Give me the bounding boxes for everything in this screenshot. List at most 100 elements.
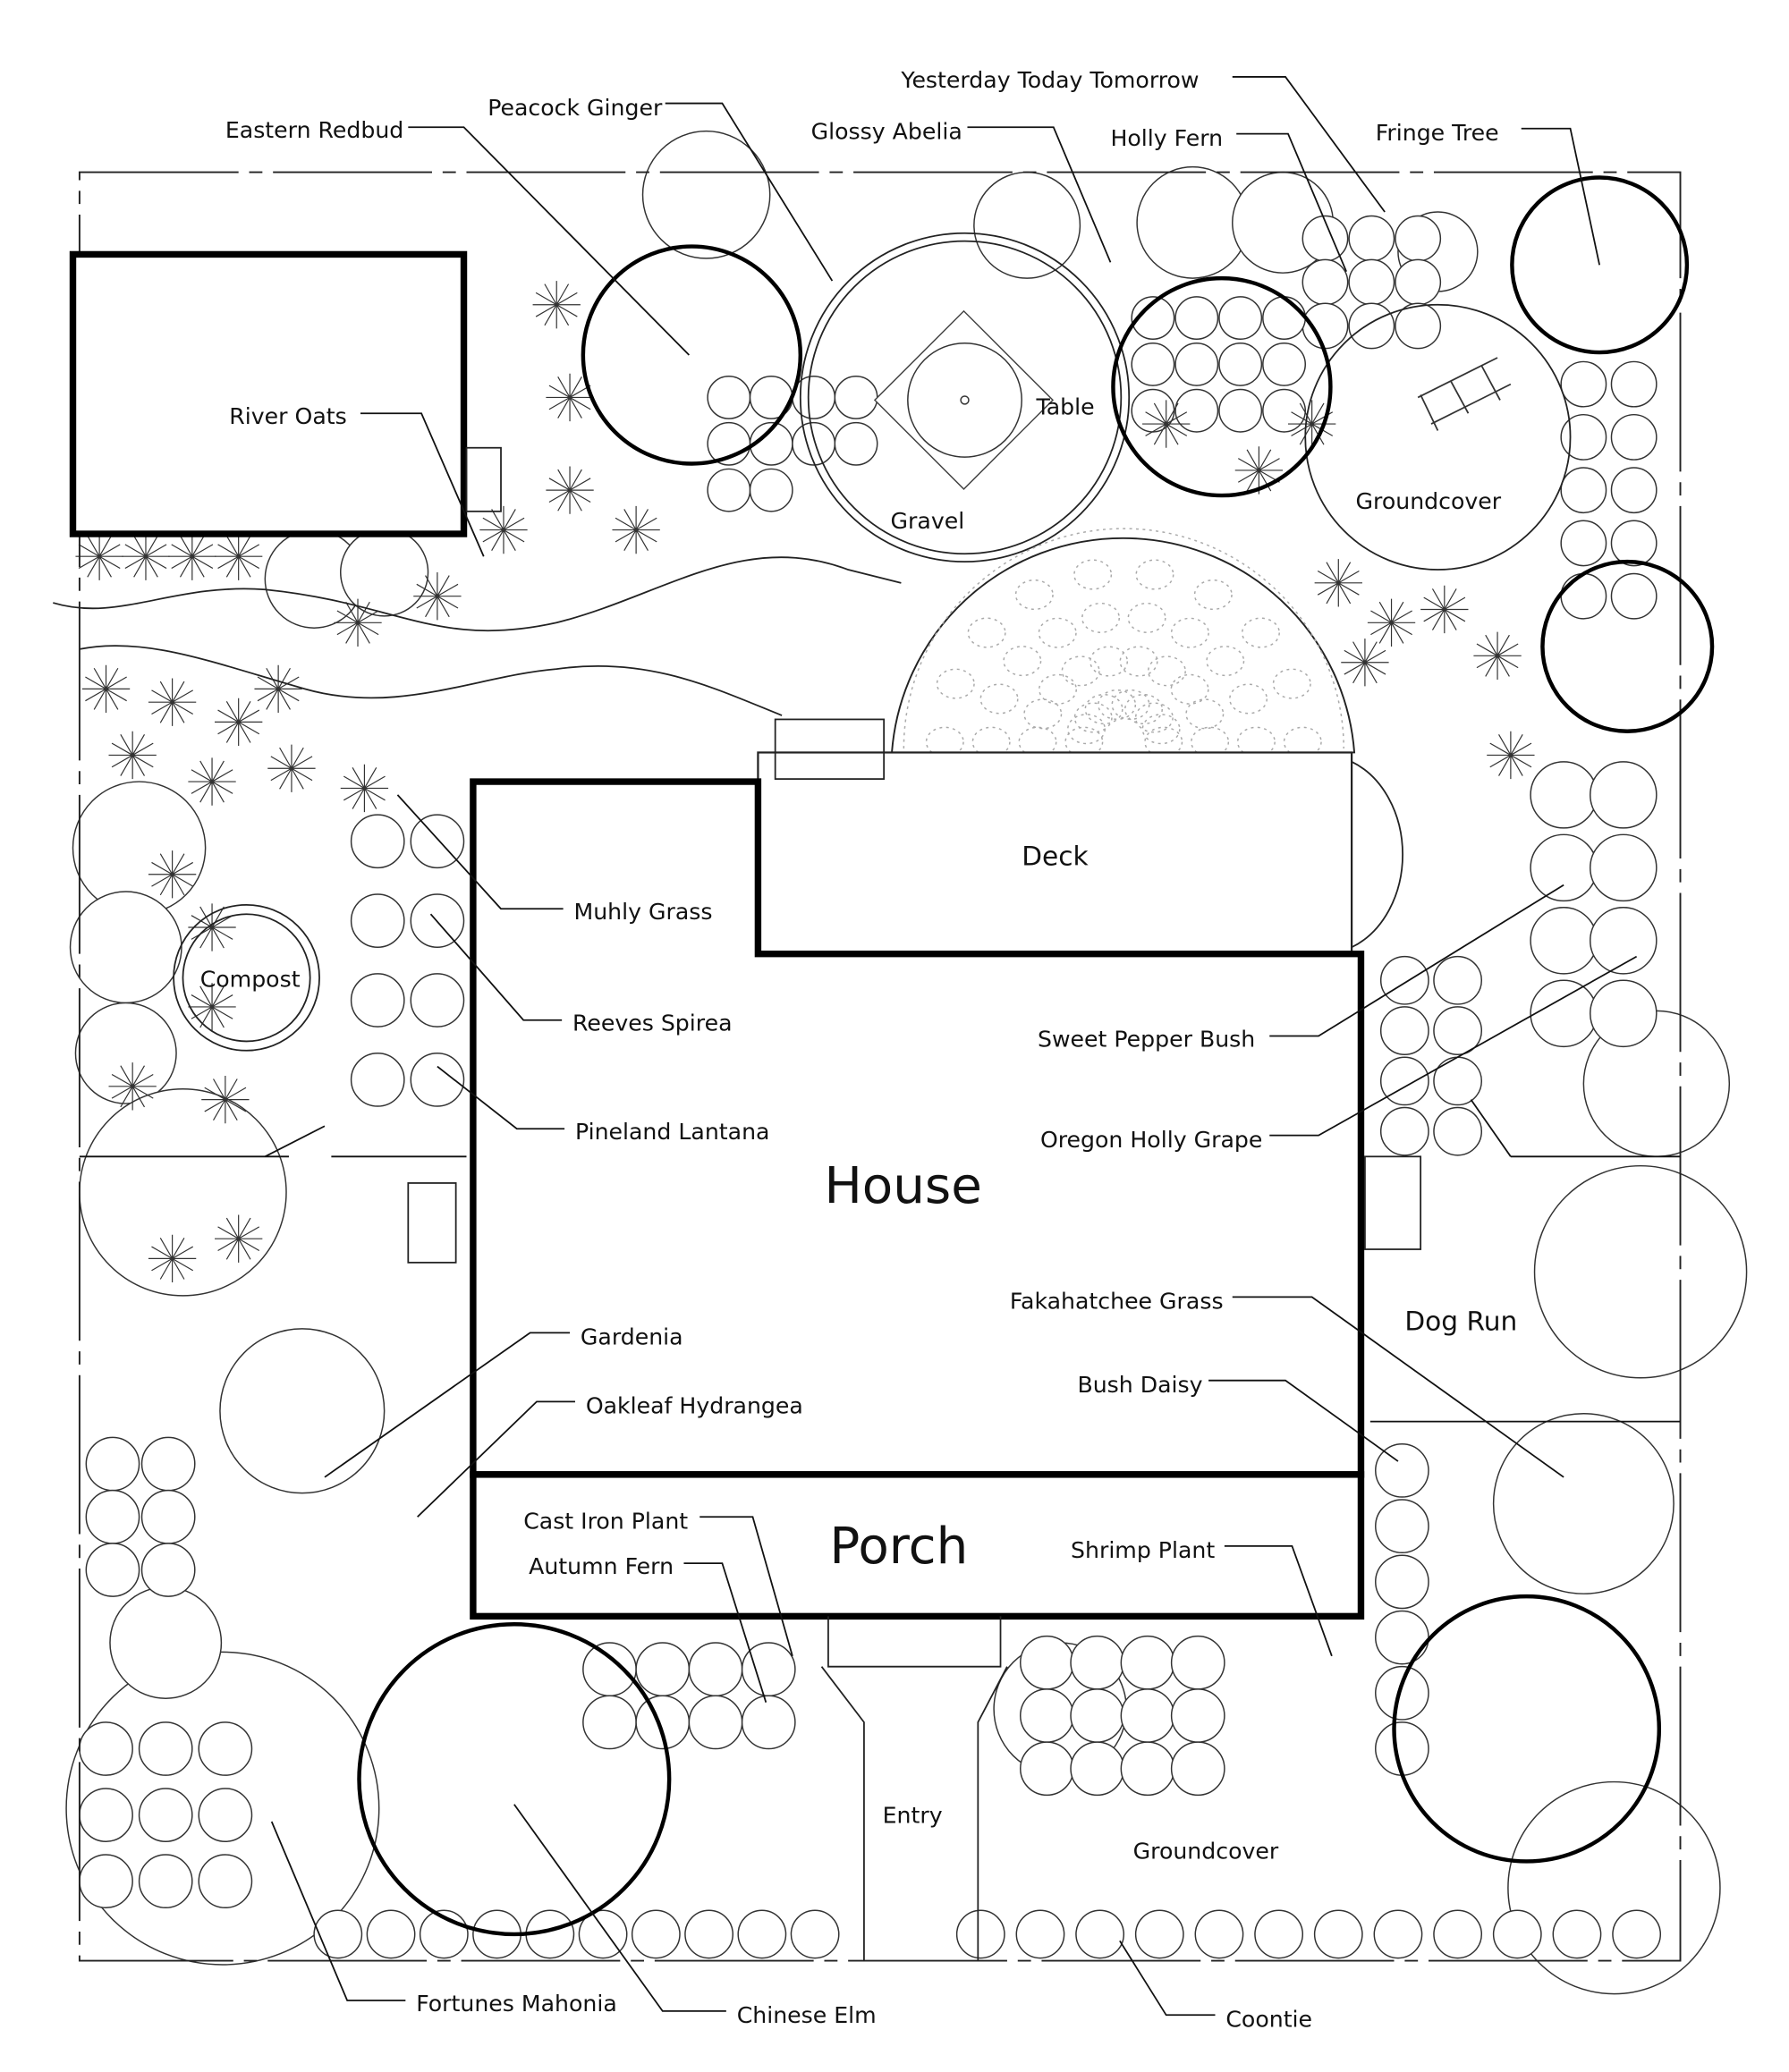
patio-stone: [1191, 726, 1230, 757]
grass-symbol: [148, 850, 197, 899]
plant-circle: [198, 1788, 253, 1842]
patio-stone: [1098, 689, 1137, 721]
plant-circle: [1194, 1909, 1244, 1959]
plant-circle: [834, 375, 878, 419]
label-shrimp-plant: Shrimp Plant: [1071, 1537, 1215, 1563]
grass-symbol: [215, 532, 263, 580]
label-chinese-elm: Chinese Elm: [737, 2002, 877, 2028]
shrub-circle: [340, 528, 429, 617]
plant-circle: [1131, 388, 1175, 433]
patio-stone: [1283, 726, 1322, 757]
grass-symbol: [1487, 731, 1535, 780]
plant-circle: [737, 1909, 787, 1959]
plant-circle: [1170, 1635, 1225, 1690]
plant-circle: [350, 973, 405, 1028]
entry-walk: [820, 1616, 1008, 1961]
label-bush-daisy: Bush Daisy: [1077, 1372, 1202, 1398]
patio-stone: [1090, 646, 1129, 677]
plant-circle: [1262, 388, 1306, 433]
compost-bin-inner: [182, 913, 311, 1043]
grass-symbol: [334, 598, 382, 647]
plant-circle: [834, 421, 878, 466]
grass-symbol: [1142, 400, 1191, 448]
label-oakleaf-hydrangea: Oakleaf Hydrangea: [586, 1393, 803, 1419]
plant-circle: [1610, 467, 1658, 514]
plant-circle: [410, 1053, 465, 1107]
patio-stone: [1061, 655, 1100, 687]
grass-symbol: [254, 664, 302, 714]
plant-circle: [1379, 955, 1429, 1005]
groundcover-north-label: Groundcover: [1356, 488, 1502, 514]
plant-circle: [79, 1721, 133, 1776]
patio-stone: [967, 617, 1006, 648]
plant-circle: [684, 1909, 734, 1959]
groundcover-south-label: Groundcover: [1133, 1838, 1279, 1864]
plant-circle: [1530, 979, 1598, 1048]
stone-patio: [890, 537, 1356, 754]
bench: [774, 718, 886, 780]
tree-canopies: [357, 175, 1715, 1937]
grass-symbol: [1341, 639, 1389, 687]
deck-bump: [1351, 761, 1403, 949]
plant-circle: [1379, 1106, 1429, 1156]
patio-stone: [1084, 693, 1123, 725]
plant-circle: [410, 814, 465, 869]
plant-circle: [1019, 1741, 1074, 1797]
shrub-circle: [1136, 165, 1250, 279]
plant-circle: [1610, 413, 1658, 461]
grass-symbol: [1314, 559, 1362, 607]
grass-symbol: [479, 505, 528, 554]
plant-circle: [1254, 1909, 1304, 1959]
patio-stone: [1073, 702, 1113, 733]
plant-circle: [140, 1543, 196, 1597]
grass-symbol: [75, 532, 123, 580]
shrub-circle: [109, 1586, 223, 1699]
plant-circle: [1075, 1909, 1125, 1959]
plant-circle: [1070, 1741, 1125, 1797]
plant-circle: [1301, 258, 1349, 306]
label-oregon-holly-grape: Oregon Holly Grape: [1040, 1127, 1262, 1153]
plant-circle: [1019, 1688, 1074, 1743]
label-sweet-pepper-bush: Sweet Pepper Bush: [1038, 1026, 1255, 1052]
compost-label: Compost: [200, 967, 301, 993]
grass-symbol: [188, 903, 236, 951]
shrub-circle: [1492, 1412, 1675, 1594]
plant-circle: [1379, 1006, 1429, 1055]
entry-label: Entry: [883, 1802, 943, 1828]
plant-circle: [1590, 833, 1658, 902]
shed-step: [465, 446, 502, 512]
plant-circle: [1348, 258, 1395, 306]
plant-circle: [85, 1489, 140, 1544]
label-holly-fern: Holly Fern: [1110, 125, 1223, 151]
plant-circle: [1433, 955, 1483, 1005]
plant-circle: [1120, 1635, 1175, 1690]
grass-symbol: [188, 757, 236, 806]
grass-symbol: [188, 983, 236, 1031]
plant-circle: [1170, 1741, 1225, 1797]
shrub-circle: [74, 1002, 177, 1104]
grass-symbol: [413, 571, 462, 621]
plant-circle: [1262, 342, 1306, 386]
plant-circle: [1590, 907, 1658, 975]
plant-circle: [1375, 1665, 1429, 1721]
plant-circle: [1375, 1443, 1429, 1498]
patio-stone: [1272, 668, 1311, 699]
plant-circle: [1433, 1006, 1483, 1055]
shed: [69, 250, 468, 537]
grass-symbol: [340, 764, 389, 813]
plant-circle: [198, 1854, 253, 1909]
plant-circle: [138, 1721, 193, 1776]
plant-circle: [741, 1695, 796, 1750]
plant-circle: [85, 1543, 140, 1597]
plant-circle: [790, 1909, 840, 1959]
patio-stone: [1170, 673, 1209, 705]
grass-symbol: [532, 281, 581, 329]
shrub-circle: [69, 891, 182, 1004]
grass-symbol: [267, 744, 316, 792]
plant-circle: [707, 375, 751, 419]
plant-circle: [1313, 1909, 1363, 1959]
patio-stone: [1141, 714, 1181, 745]
plant-circle: [1019, 1635, 1074, 1690]
plant-circle: [1560, 520, 1607, 567]
plant-circle: [1348, 215, 1395, 262]
